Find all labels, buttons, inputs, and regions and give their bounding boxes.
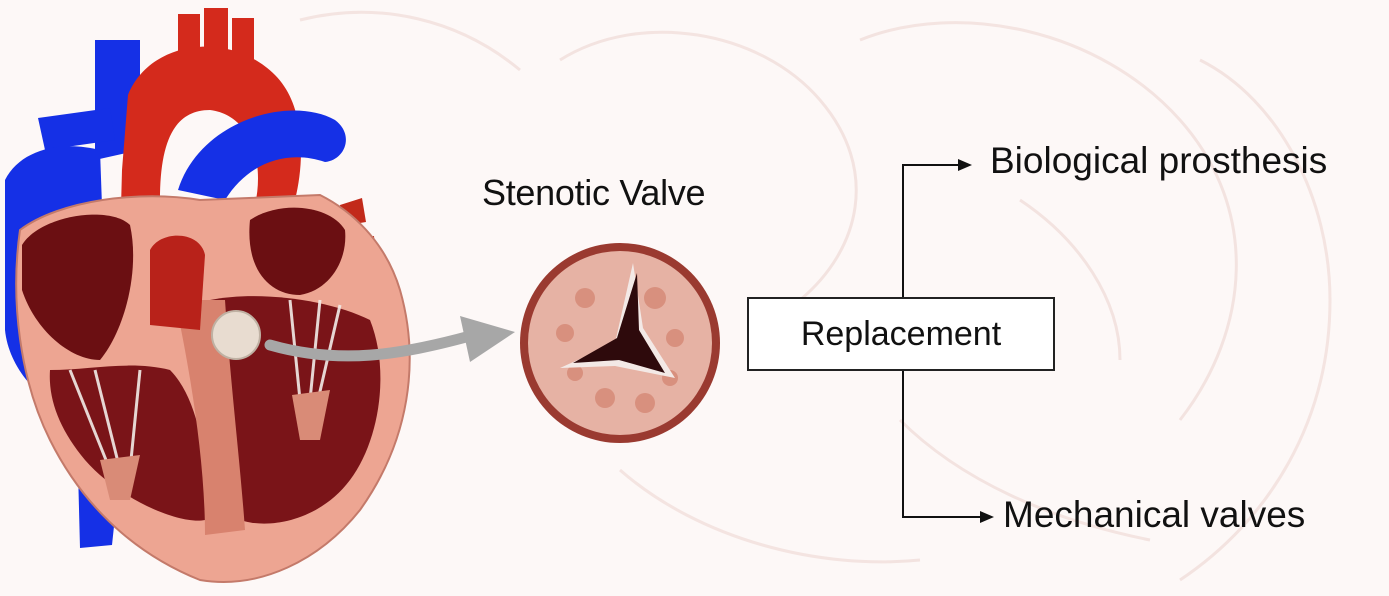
biological-prosthesis-label: Biological prosthesis	[990, 140, 1327, 182]
arrowhead-mech	[980, 511, 994, 523]
mechanical-valves-label: Mechanical valves	[1003, 494, 1305, 536]
arrowhead-bio	[958, 159, 972, 171]
replacement-label: Replacement	[801, 315, 1001, 354]
replacement-box: Replacement	[747, 297, 1055, 371]
